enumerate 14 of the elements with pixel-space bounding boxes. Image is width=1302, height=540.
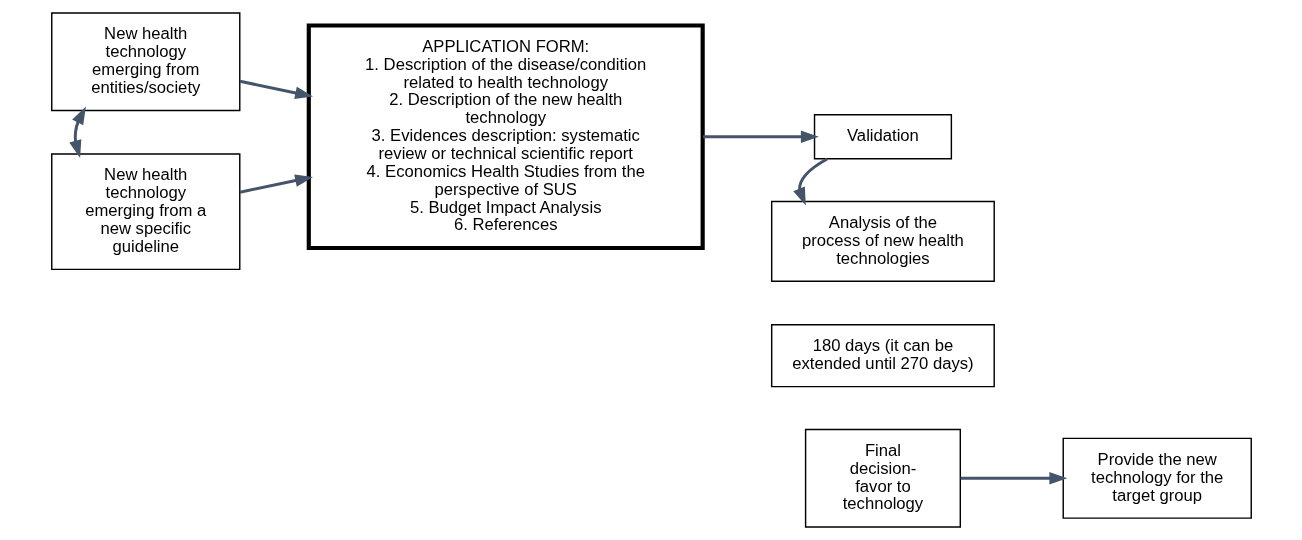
- node-box: New health technology emerging from entities/society: [50, 12, 240, 112]
- arrow: [239, 79, 313, 100]
- node-box: Analysis of the process of new health technologies: [770, 200, 995, 282]
- arrow: [239, 174, 313, 194]
- node-box: APPLICATION FORM: 1. Description of the disease/condition related to health technology 2. Description of the new health technology 3. Evidences description: systematic review or technical scientific report 4. Economics Health Studies from the perspective of SUS 5. Budget Impact Analysis 6. References: [306, 23, 705, 251]
- node-box: Final decision- favor to technology: [804, 428, 961, 528]
- node-box: Validation: [813, 114, 952, 160]
- node-box: Provide the new technology for the target group: [1062, 437, 1252, 519]
- node-box: New health technology emerging from a new specific guideline: [50, 153, 240, 271]
- node-box: 180 days (it can be extended until 270 days): [770, 324, 995, 388]
- arrow: [68, 106, 86, 159]
- arrow: [960, 472, 1067, 485]
- arrow: [702, 130, 819, 143]
- arrow: [792, 157, 828, 206]
